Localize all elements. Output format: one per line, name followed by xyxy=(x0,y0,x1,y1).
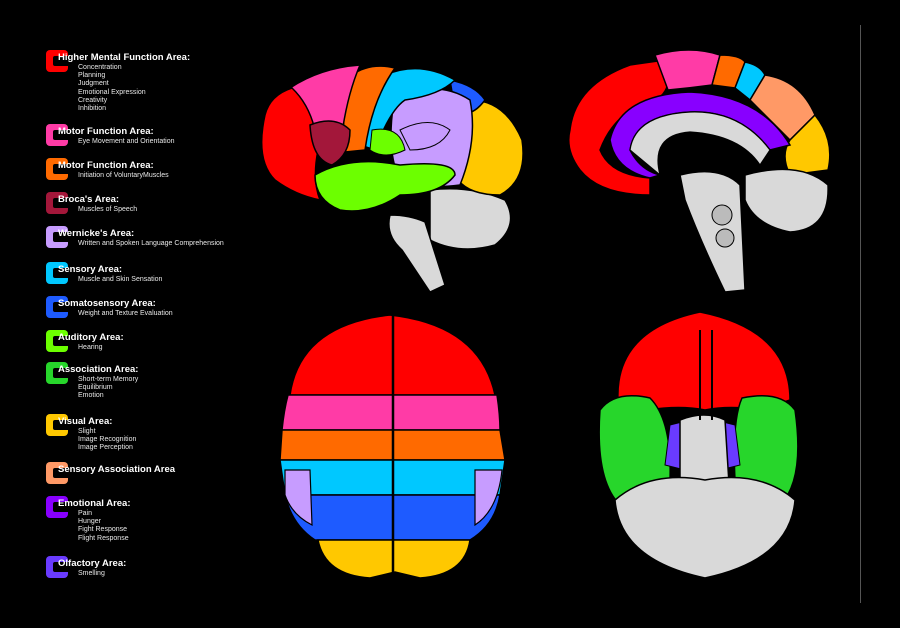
legend-title: Visual Area: xyxy=(58,416,113,427)
higher-mental-bottom xyxy=(617,311,791,411)
legend-description-line: Fight Response xyxy=(78,526,128,534)
legend-description-line: Written and Spoken Language Comprehensio… xyxy=(78,240,224,247)
legend-swatch xyxy=(46,124,68,146)
legend-description-line: Eye Movement and Orientation xyxy=(78,138,175,145)
legend-title: Somatosensory Area: xyxy=(58,298,156,309)
legend-description-line: Concentration xyxy=(78,64,122,71)
brainstem-lateral xyxy=(388,214,446,293)
legend-description-line: Emotional Expression xyxy=(78,88,146,96)
legend-swatch xyxy=(46,192,68,214)
legend-description-line: Muscle and Skin Sensation xyxy=(78,276,163,283)
brain-lateral-view xyxy=(260,64,524,293)
cerebellum-medial xyxy=(744,168,829,233)
legend-description-line: Hunger xyxy=(78,518,101,526)
legend-swatch xyxy=(46,414,68,436)
legend-description-line: Image Recognition xyxy=(78,436,137,444)
brain-bottom-view xyxy=(598,311,799,579)
legend-description-line: Creativity xyxy=(78,96,108,104)
wernicke-right-top xyxy=(474,469,503,527)
legend-description-line: Emotion xyxy=(78,392,104,400)
legend-description-line: Pain xyxy=(78,510,93,517)
legend-title: Broca's Area: xyxy=(58,194,120,205)
corpus-callosum-medial xyxy=(629,111,771,177)
legend-title: Motor Function Area: xyxy=(58,160,154,171)
legend-swatch xyxy=(46,158,68,180)
legend-title: Sensory Association Area xyxy=(58,464,176,475)
wernicke-left-top xyxy=(284,469,313,526)
legend-description-line: Smelling xyxy=(78,570,105,577)
legend-description-line: Weight and Texture Evaluation xyxy=(78,310,173,317)
legend-swatch xyxy=(46,50,68,72)
legend-swatch xyxy=(46,226,68,248)
legend-description-line: Judgment xyxy=(78,80,109,88)
legend-swatch xyxy=(46,462,68,484)
legend-title: Higher Mental Function Area: xyxy=(58,52,191,63)
legend-description-line: Equilibrium xyxy=(78,384,113,392)
legend-description: Written and Spoken Language Comprehensio… xyxy=(78,240,224,248)
higher-mental-medial xyxy=(568,59,670,196)
legend-swatch xyxy=(46,296,68,318)
legend-description-line: Planning xyxy=(78,72,106,80)
legend-title: Olfactory Area: xyxy=(58,558,127,569)
association-area-lateral xyxy=(314,160,456,212)
legend-description-line: Image Perception xyxy=(78,444,133,452)
legend-description-line: Initiation of VoluntaryMuscles xyxy=(78,172,169,179)
legend-swatch xyxy=(46,262,68,284)
wernicke-inner-lateral xyxy=(399,122,451,151)
legend-description: Initiation of VoluntaryMuscles xyxy=(78,172,169,180)
cerebellum-bottom xyxy=(614,476,796,579)
right-divider xyxy=(860,25,861,603)
legend-swatch xyxy=(46,496,68,518)
legend-description-line: Flight Response xyxy=(78,534,129,542)
legend-description-line: Inhibition xyxy=(78,105,107,113)
legend-description: Hearing xyxy=(78,344,103,352)
legend-title: Motor Function Area: xyxy=(58,126,154,137)
legend-swatch xyxy=(46,556,68,578)
legend-title: Wernicke's Area: xyxy=(58,228,135,239)
legend-description: Muscle and Skin Sensation xyxy=(78,276,162,284)
motor-eye-top xyxy=(281,394,501,431)
broca-area-lateral xyxy=(309,120,351,166)
legend-description: Muscles of Speech xyxy=(78,206,137,214)
legend-title: Sensory Area: xyxy=(58,264,123,275)
legend-description-line: Hearing xyxy=(78,344,103,351)
legend: Higher Mental Function Area:Concentratio… xyxy=(0,0,260,628)
legend-title: Association Area: xyxy=(58,364,139,375)
brain-top-view xyxy=(279,314,506,579)
legend-title: Emotional Area: xyxy=(58,498,131,509)
legend-description: Smelling xyxy=(78,570,105,578)
legend-swatch xyxy=(46,330,68,352)
brainstem-medial xyxy=(679,170,746,293)
auditory-inner-lateral xyxy=(369,128,406,156)
legend-description-line: Slight xyxy=(78,428,96,435)
legend-description: Eye Movement and Orientation xyxy=(78,138,175,146)
legend-title: Auditory Area: xyxy=(58,332,124,343)
cerebellum-lateral xyxy=(429,188,512,250)
legend-description-line: Short-term Memory xyxy=(78,376,139,383)
legend-swatch xyxy=(46,362,68,384)
legend-description: Weight and Texture Evaluation xyxy=(78,310,173,318)
brain-medial-view xyxy=(568,49,831,293)
legend-description-line: Muscles of Speech xyxy=(78,206,138,213)
